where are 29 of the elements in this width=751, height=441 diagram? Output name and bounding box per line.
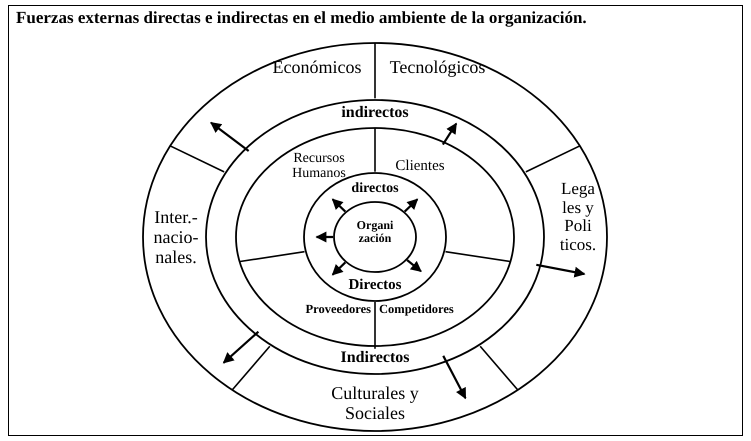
middle-ring bbox=[205, 99, 545, 375]
arrow bbox=[332, 262, 346, 276]
ring-label: indirectos bbox=[340, 104, 410, 122]
ring-label: Culturales y Sociales bbox=[330, 384, 420, 424]
ring-label: directos bbox=[350, 181, 400, 196]
arrow bbox=[332, 198, 346, 212]
ring-label: Directos bbox=[347, 277, 403, 294]
arrow bbox=[222, 330, 260, 364]
ring-label: Clientes bbox=[394, 158, 446, 174]
ring-label: Proveedores bbox=[304, 303, 371, 317]
ring-label: Inter.- nacio- nales. bbox=[152, 208, 200, 268]
arrow bbox=[315, 232, 333, 242]
diagram-title: Fuerzas externas directas e indirectas en el medio ambiente de la organización. bbox=[16, 8, 587, 28]
ring-label: Competidores bbox=[379, 303, 455, 317]
ring-label: Lega les y Poli ticos. bbox=[558, 180, 598, 255]
outer-ring bbox=[142, 42, 608, 432]
arrow bbox=[536, 264, 586, 278]
arrow bbox=[404, 198, 418, 212]
inner-ring bbox=[235, 127, 515, 347]
center-circle bbox=[333, 201, 417, 273]
ring-label: Indirectos bbox=[339, 349, 411, 367]
arrow bbox=[442, 355, 466, 400]
ring-label: Organi zación bbox=[356, 219, 394, 246]
ring-label: Tecnológicos bbox=[388, 58, 486, 78]
ring-label: Económicos bbox=[272, 58, 362, 78]
ring-label: Recursos Humanos bbox=[291, 151, 347, 182]
arrow bbox=[442, 122, 458, 146]
arrow bbox=[406, 259, 422, 272]
arrow bbox=[210, 122, 250, 152]
